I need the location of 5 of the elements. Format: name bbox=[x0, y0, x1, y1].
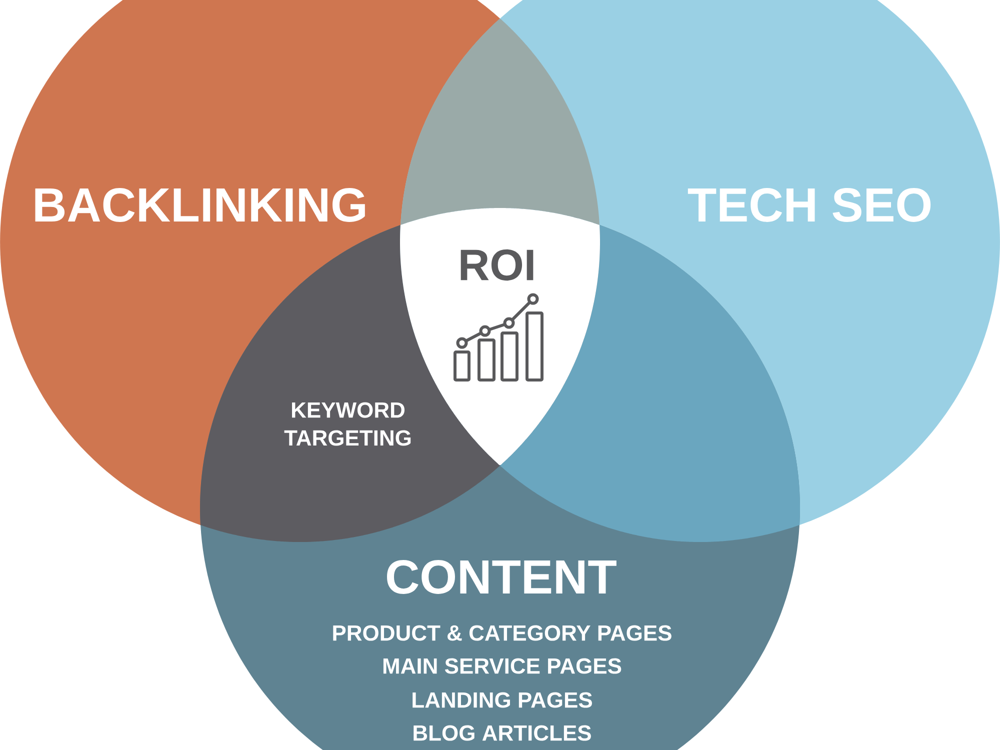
list-item: LANDING PAGES bbox=[412, 692, 592, 708]
list-item: MAIN SERVICE PAGES bbox=[383, 658, 622, 674]
list-item: BLOG ARTICLES bbox=[414, 725, 591, 741]
overlap-region bbox=[400, 19, 600, 225]
list-item: PRODUCT & CATEGORY PAGES bbox=[333, 625, 672, 641]
